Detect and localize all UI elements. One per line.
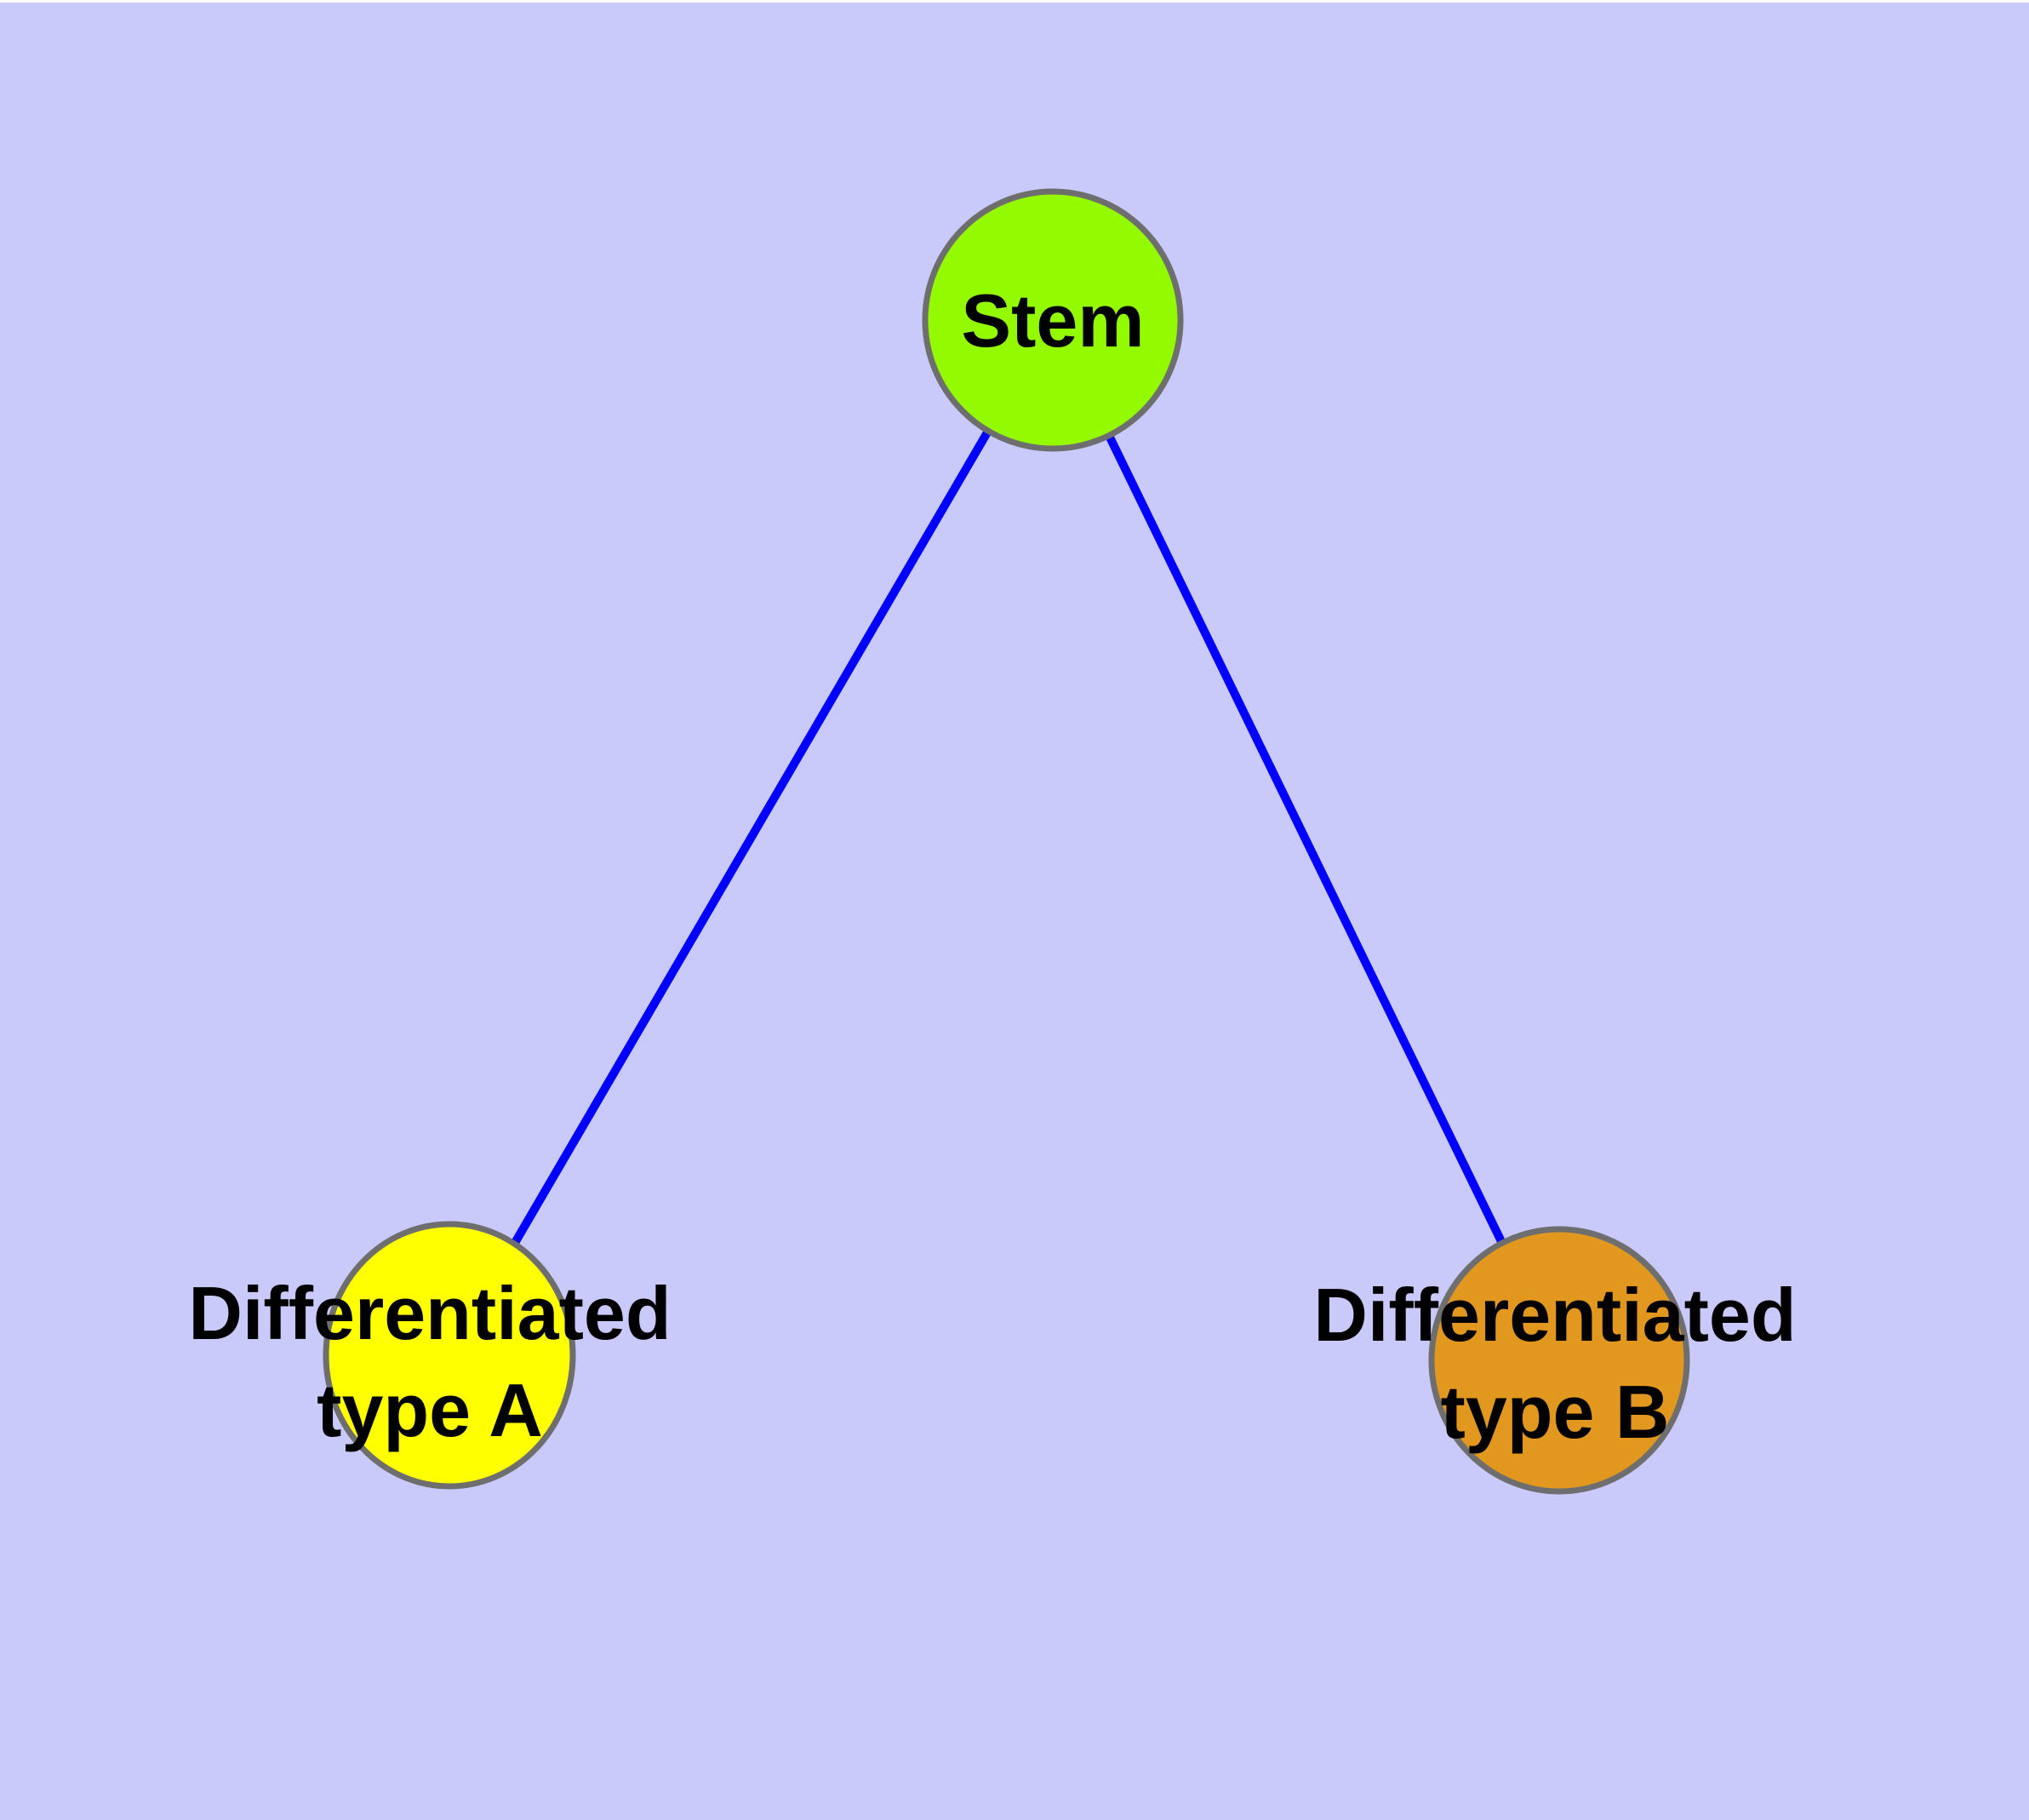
node-stem [922, 188, 1184, 452]
node-differentiated-type-b [1428, 1226, 1690, 1495]
node-label-differentiated-type-a: Differentiated type A [188, 1265, 671, 1459]
edge-stem-to-type-b [1049, 318, 1563, 1363]
label-line-2: type A [317, 1368, 543, 1452]
label-line-1: Differentiated [188, 1271, 672, 1355]
label-line-1: Differentiated [1313, 1273, 1797, 1357]
node-differentiated-type-a [323, 1221, 576, 1490]
image-top-edge [0, 0, 2029, 3]
label-line-2: type B [1440, 1370, 1670, 1454]
node-label-stem: Stem [961, 278, 1145, 363]
node-label-differentiated-type-b: Differentiated type B [1313, 1267, 1796, 1461]
edge-stem-to-type-a [445, 318, 1057, 1358]
